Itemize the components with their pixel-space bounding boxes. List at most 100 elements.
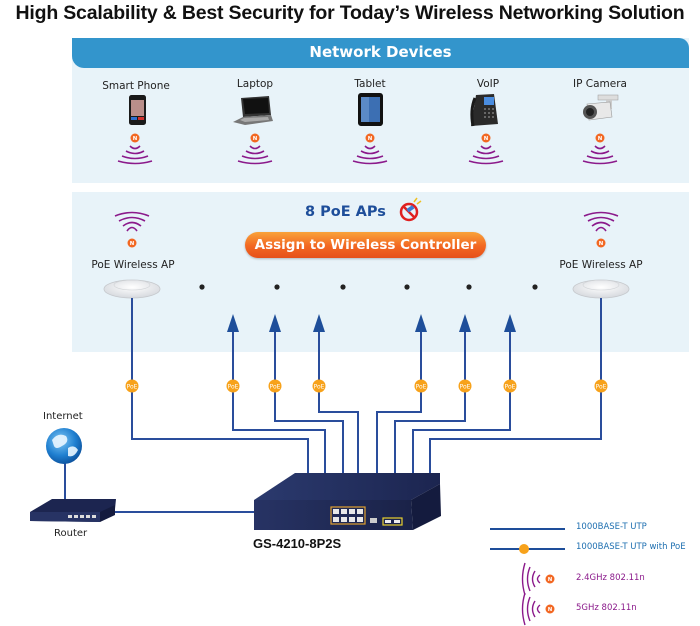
poe-cable [274,328,344,474]
n-badge-icon: N [596,238,606,248]
svg-text:PoE: PoE [505,384,516,391]
router-icon [30,499,116,522]
uplink-arrow-icon [269,314,281,332]
poe-badge-icon: PoE [414,379,428,393]
legend-wifi-waves-icon [521,562,541,596]
internet-globe-icon [46,428,82,464]
svg-text:N: N [484,136,489,142]
poe-cable [131,298,309,474]
router-label: Router [54,528,88,539]
legend-label-24ghz: 2.4GHz 802.11n [576,573,645,583]
poe-cable [376,328,422,474]
wifi-waves-icon [114,211,150,232]
svg-text:PoE: PoE [270,384,281,391]
uplink-arrow-icon [313,314,325,332]
switch-device-icon [254,473,441,530]
svg-text:PoE: PoE [416,384,427,391]
poe-badge-icon: PoE [125,379,139,393]
wifi-waves-icon [237,145,273,165]
svg-text:PoE: PoE [460,384,471,391]
wifi-waves-icon [582,145,618,165]
poe-cable [394,328,466,474]
svg-text:N: N [130,241,135,247]
switch-model-label: GS-4210-8P2S [253,536,342,551]
svg-text:N: N [368,136,373,142]
legend-label-utp: 1000BASE-T UTP [576,522,647,532]
poe-badge-icon: PoE [312,379,326,393]
internet-label: Internet [43,411,83,422]
device-label-laptop: Laptop [236,78,274,90]
wifi-waves-icon [583,211,619,232]
svg-text:N: N [598,136,603,142]
n-badge-icon: N [545,604,555,614]
svg-text:PoE: PoE [314,384,325,391]
smartphone-icon [129,95,146,125]
network-devices-header: Network Devices [309,43,452,61]
legend-label-5ghz: 5GHz 802.11n [576,603,637,613]
svg-text:PoE: PoE [127,384,138,391]
uplink-arrow-icon [415,314,427,332]
poe-cable [429,298,602,474]
n-badge-icon: N [130,133,140,143]
page-title: High Scalability & Best Security for Tod… [15,2,685,24]
ip-camera-icon [583,94,619,121]
svg-text:N: N [599,241,604,247]
ap-placeholder-dot [532,284,538,290]
n-badge-icon: N [365,133,375,143]
poe-cables [131,298,602,474]
ap-placeholder-dot [340,284,346,290]
device-label-ip-camera: IP Camera [573,78,627,90]
svg-text:N: N [548,577,553,583]
right-ap-device-icon [572,279,630,299]
svg-text:N: N [548,607,553,613]
uplink-arrows [227,314,516,332]
poe-cable [232,328,326,474]
legend-wifi-icons: NN [521,562,555,626]
poe-badge-icon: PoE [458,379,472,393]
tablet-icon [358,93,383,126]
right-ap-label: PoE Wireless AP [559,259,643,271]
device-label-voip: VoIP [476,78,500,90]
n-badge-icon: N [127,238,137,248]
device-label-smart-phone: Smart Phone [102,80,170,92]
uplink-arrow-icon [504,314,516,332]
no-controller-icon [399,197,422,222]
n-badge-icon: N [481,133,491,143]
n-badge-icon: N [595,133,605,143]
voip-phone-icon [470,94,498,127]
poe-badges: PoE PoE PoE PoE PoE PoE PoE PoE [125,379,608,393]
wifi-waves-icon [352,145,388,165]
n-badge-icon: N [250,133,260,143]
assign-to-wireless-controller-banner: Assign to Wireless Controller [245,232,486,258]
svg-text:N: N [133,136,138,142]
svg-text:N: N [253,136,258,142]
wifi-waves-icon [117,145,153,165]
wifi-waves-icon [468,145,504,165]
device-label-tablet: Tablet [354,78,386,90]
poe-badge-icon: PoE [268,379,282,393]
ap-placeholder-dot [199,284,205,290]
ap-panel [72,192,689,352]
poe-badge-icon: PoE [503,379,517,393]
poe-badge-icon: PoE [594,379,608,393]
left-ap-label: PoE Wireless AP [91,259,175,271]
legend-label-utp-poe: 1000BASE-T UTP with PoE [576,542,686,552]
poe-cable [412,328,511,474]
ap-placeholder-dots [199,284,538,290]
poe-badge-icon: PoE [226,379,240,393]
ap-placeholder-dot [466,284,472,290]
n-badge-icon: N [545,574,555,584]
poe-cable [318,328,359,474]
legend-utp-poe-line [490,544,565,554]
svg-text:PoE: PoE [228,384,239,391]
network-devices-header-bar [72,38,689,68]
ap-placeholder-dot [274,284,280,290]
left-ap-device-icon [103,279,161,299]
ap-placeholder-dot [404,284,410,290]
laptop-icon [233,96,273,125]
uplink-arrow-icon [227,314,239,332]
poe-aps-count-label: 8 PoE APs [305,204,386,220]
